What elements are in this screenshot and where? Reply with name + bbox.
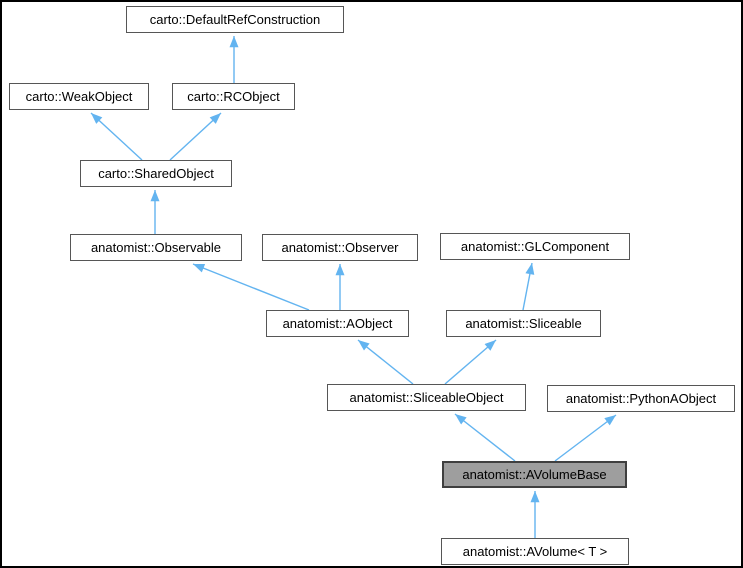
- inheritance-arrow-avolume-base-to-sliceable-object: [454, 413, 516, 462]
- class-node-avolume[interactable]: anatomist::AVolume< T >: [441, 538, 629, 565]
- inheritance-arrow-aobject-to-observable: [192, 263, 310, 311]
- class-node-default-ref-construction[interactable]: carto::DefaultRefConstruction: [126, 6, 344, 33]
- inheritance-arrow-sliceable-object-to-aobject: [357, 339, 414, 385]
- class-node-observer[interactable]: anatomist::Observer: [262, 234, 418, 261]
- class-node-gl-component[interactable]: anatomist::GLComponent: [440, 233, 630, 260]
- class-node-python-aobject[interactable]: anatomist::PythonAObject: [547, 385, 735, 412]
- class-node-sliceable[interactable]: anatomist::Sliceable: [446, 310, 601, 337]
- inheritance-arrow-shared-object-to-rc-object: [169, 112, 222, 161]
- class-node-rc-object[interactable]: carto::RCObject: [172, 83, 295, 110]
- class-node-aobject[interactable]: anatomist::AObject: [266, 310, 409, 337]
- inheritance-arrow-sliceable-to-gl-component: [522, 262, 535, 311]
- inheritance-arrow-sliceable-object-to-sliceable: [444, 339, 497, 385]
- inheritance-arrow-shared-object-to-weak-object: [90, 112, 143, 161]
- class-node-sliceable-object[interactable]: anatomist::SliceableObject: [327, 384, 526, 411]
- inheritance-arrow-avolume-base-to-python-aobject: [554, 414, 617, 462]
- class-node-avolume-base: anatomist::AVolumeBase: [442, 461, 627, 488]
- class-node-shared-object[interactable]: carto::SharedObject: [80, 160, 232, 187]
- class-node-observable[interactable]: anatomist::Observable: [70, 234, 242, 261]
- class-node-weak-object[interactable]: carto::WeakObject: [9, 83, 149, 110]
